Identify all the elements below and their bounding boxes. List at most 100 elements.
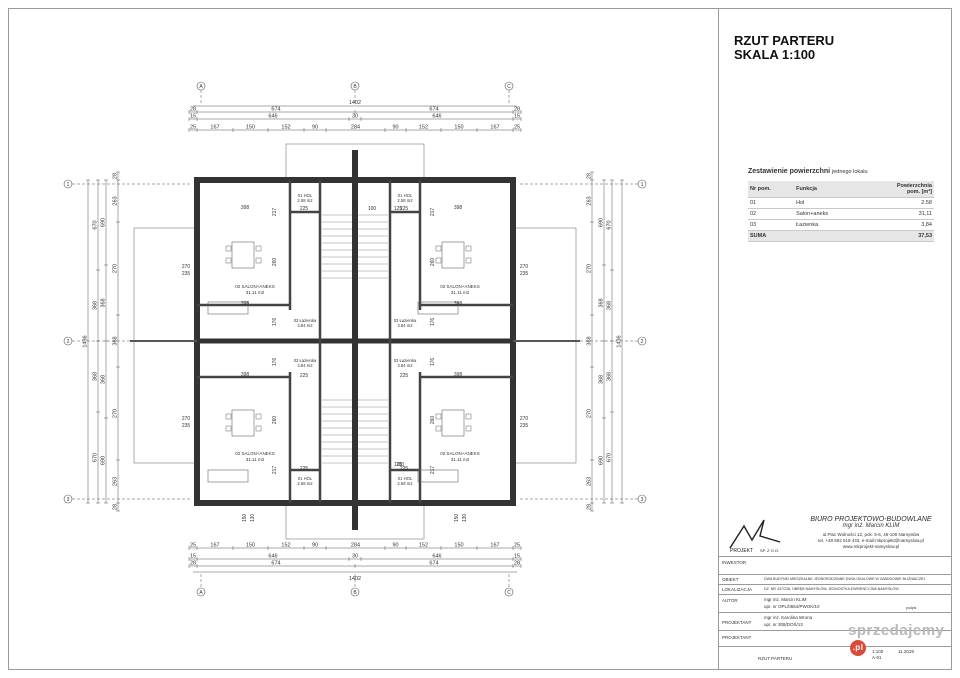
titleblock-separator bbox=[718, 8, 719, 670]
axis-bubble bbox=[637, 179, 647, 189]
dim-label: 690 bbox=[599, 456, 605, 465]
staircase bbox=[322, 214, 352, 279]
dim-label: 15 bbox=[514, 554, 520, 560]
dim-label: 225 bbox=[300, 373, 309, 379]
dim-label: 130 bbox=[250, 514, 256, 523]
dim-label: 152 bbox=[419, 125, 428, 131]
dim-label: 217 bbox=[272, 208, 278, 217]
room-name: 02 SALON+ANEKS bbox=[235, 284, 274, 289]
dim-label: 398 bbox=[454, 372, 463, 378]
axis-label: C bbox=[507, 590, 511, 596]
staircase bbox=[358, 399, 388, 464]
chair bbox=[435, 257, 442, 264]
chair bbox=[465, 425, 472, 432]
sofa bbox=[207, 469, 249, 483]
dim-label: 30 bbox=[352, 554, 358, 560]
chair bbox=[225, 413, 232, 420]
dim-label: 28 bbox=[514, 107, 520, 113]
row-func: Hol bbox=[794, 197, 862, 209]
furniture bbox=[207, 409, 262, 483]
area-table: Nr pom. Funkcja Powierzchnia pom. [m²] 0… bbox=[748, 181, 934, 242]
sum-value: 37,53 bbox=[861, 230, 934, 242]
dim-label: 225 bbox=[300, 206, 309, 212]
designer-row: PROJEKTANT mgr inż. Karolina Wrona upr. … bbox=[718, 612, 952, 631]
axis-bubble bbox=[504, 587, 514, 597]
chair bbox=[465, 413, 472, 420]
chair bbox=[255, 257, 262, 264]
investor-label: INWESTOR bbox=[722, 560, 747, 565]
header-area: Powierzchnia pom. [m²] bbox=[861, 181, 934, 198]
dim-label: 260 bbox=[430, 416, 436, 425]
chair bbox=[435, 245, 442, 252]
author-name: mgr inż. Marcin KLIM bbox=[764, 597, 807, 602]
author-row: AUTOR mgr inż. Marcin KLIM upr. nr OPL/0… bbox=[718, 594, 952, 613]
sofa bbox=[417, 469, 459, 483]
dim-label: 125 bbox=[394, 462, 403, 468]
room-area: 2.58 m2 bbox=[397, 481, 413, 486]
room-name: 03 Łazienka bbox=[294, 318, 317, 323]
dining-table bbox=[441, 409, 465, 437]
dim-label: 28 bbox=[514, 561, 520, 567]
company-logo: PROJEKT SP. Z O.O. bbox=[729, 519, 781, 554]
dim-label: 270 bbox=[520, 416, 529, 422]
chair bbox=[465, 245, 472, 252]
room-name: 01 HOL bbox=[398, 476, 413, 481]
dim-label: 167 bbox=[210, 125, 219, 131]
dim-label: 25 bbox=[190, 543, 196, 549]
dim-label: 150 bbox=[454, 543, 463, 549]
location-label: LOKALIZACJA bbox=[722, 587, 753, 592]
area-schedule-caption: Zestawienie powierzchni jednego lokalu bbox=[748, 168, 934, 175]
dim-label: 225 bbox=[400, 373, 409, 379]
sheet-frame bbox=[8, 8, 952, 670]
row-nr: 02 bbox=[748, 208, 795, 220]
dim-label: 368 bbox=[599, 375, 605, 384]
dim-label: 674 bbox=[271, 107, 280, 113]
dim-label: 260 bbox=[272, 416, 278, 425]
company-info: BIURO PROJEKTOWO-BUDOWLANE mgr inż. Marc… bbox=[794, 516, 948, 550]
room-name: 01 HOL bbox=[298, 193, 313, 198]
sofa bbox=[207, 301, 249, 315]
dim-label: 28 bbox=[190, 561, 196, 567]
dim-label: 674 bbox=[429, 561, 438, 567]
dim-label: 150 bbox=[242, 514, 248, 523]
dim-label: 235 bbox=[182, 271, 191, 277]
dim-label: 15 bbox=[190, 114, 196, 120]
dim-label: 28 bbox=[113, 173, 119, 179]
dim-label: 225 bbox=[400, 206, 409, 212]
title-block: PROJEKT SP. Z O.O. BIURO PROJEKTOWO-BUDO… bbox=[718, 510, 952, 670]
room-name: 02 SALON+ANEKS bbox=[440, 284, 479, 289]
date-value: 11.2019 bbox=[898, 649, 914, 654]
dim-label: 270 bbox=[520, 264, 529, 270]
dim-label: 368 bbox=[101, 298, 107, 307]
dim-label: 217 bbox=[430, 466, 436, 475]
watermark-tld: .pl bbox=[850, 640, 866, 657]
table-row: 03 Łazienka 3,84 bbox=[748, 219, 934, 231]
sofa bbox=[417, 301, 459, 315]
axis-label: 1 bbox=[67, 182, 70, 188]
signature-stamp: podpis bbox=[906, 606, 917, 610]
dim-label: 25 bbox=[514, 543, 520, 549]
table-sum-row: SUMA 37,53 bbox=[748, 230, 934, 242]
axis-bubble bbox=[504, 81, 514, 91]
table-row: 01 Hol 2.58 bbox=[748, 197, 934, 209]
axis-bubble bbox=[63, 179, 73, 189]
row-nr: 01 bbox=[748, 197, 795, 209]
row-area: 31,11 bbox=[861, 208, 934, 220]
room-name: 03 Łazienka bbox=[294, 358, 317, 363]
dim-label: 398 bbox=[454, 205, 463, 211]
dim-label: 225 bbox=[400, 466, 409, 472]
caption-main: Zestawienie powierzchni bbox=[748, 168, 831, 175]
dim-label: 270 bbox=[182, 416, 191, 422]
dining-table bbox=[441, 241, 465, 269]
object-row: OBIEKT DWA BUDYNKI MIESZKALNE JEDNORODZI… bbox=[718, 574, 952, 585]
staircase bbox=[322, 399, 352, 464]
dim-label: 368 bbox=[607, 301, 613, 310]
web-line: www.mkprojekt-namyslow.pl bbox=[842, 544, 900, 549]
axis-bubble bbox=[63, 494, 73, 504]
dim-label: 125 bbox=[394, 206, 403, 212]
watermark: sprzedajemy.pl bbox=[848, 622, 960, 657]
dim-label: 674 bbox=[271, 561, 280, 567]
contact-line: tel. +48 692 519 433, e-mail:mkprojekt@n… bbox=[818, 538, 924, 543]
dim-label: 368 bbox=[607, 372, 613, 381]
header-func: Funkcja bbox=[794, 181, 862, 198]
